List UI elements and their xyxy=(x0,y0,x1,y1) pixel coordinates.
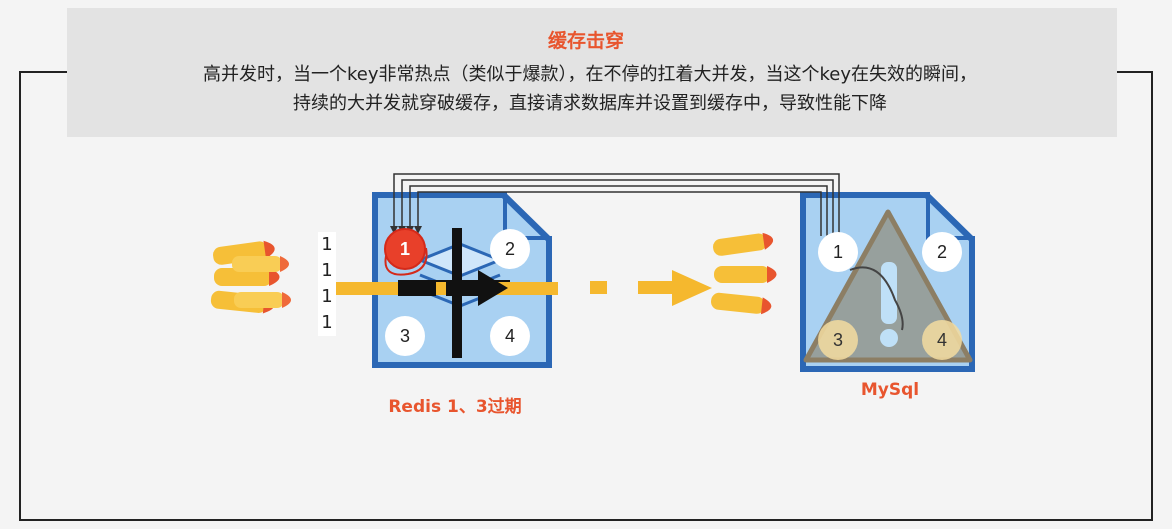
dolphin-icon xyxy=(849,266,904,331)
redis-slot-1-label: 1 xyxy=(400,239,410,259)
request-count-list: 1 1 1 1 xyxy=(318,232,336,336)
page-title: 缓存击穿 xyxy=(547,30,624,52)
mysql-label: MySql xyxy=(860,380,920,400)
redis-slot-1: 1 xyxy=(384,228,428,276)
mysql-slot-2: 2 xyxy=(922,232,962,272)
bullet-group-left xyxy=(210,240,291,314)
dash-segment xyxy=(590,281,607,294)
request-count: 1 xyxy=(321,286,333,307)
mysql-slot-4: 4 xyxy=(922,320,962,360)
bullet-icon xyxy=(713,232,774,256)
mysql-slot-1: 1 xyxy=(818,232,858,272)
mysql-slot-1-label: 1 xyxy=(833,242,843,262)
redis-arrow-head xyxy=(478,270,508,306)
bullet-icon xyxy=(214,268,280,286)
description-line-1: 高并发时，当一个key非常热点（类似于爆款），在不停的扛着大并发，当这个key在… xyxy=(202,64,977,85)
redis-slot-3: 3 xyxy=(385,316,425,356)
bullet-icon xyxy=(714,266,777,283)
description-line-2: 持续的大并发就穿破缓存，直接请求数据库并设置到缓存中，导致性能下降 xyxy=(293,93,887,114)
redis-block-mark xyxy=(398,280,436,296)
request-count: 1 xyxy=(321,234,333,255)
redis-slot-2-label: 2 xyxy=(505,239,515,259)
mysql-slot-3-label: 3 xyxy=(833,330,843,350)
description: 高并发时，当一个key非常热点（类似于爆款），在不停的扛着大并发，当这个key在… xyxy=(85,60,1095,118)
redis-slot-3-label: 3 xyxy=(400,326,410,346)
mysql-slot-2-label: 2 xyxy=(937,242,947,262)
reload-connectors xyxy=(393,173,840,236)
bullet-group-right xyxy=(711,232,777,315)
redis-label: Redis 1、3过期 xyxy=(388,397,522,417)
outer-frame xyxy=(19,71,1153,521)
redis-slot-4-label: 4 xyxy=(505,326,515,346)
bullet-icon xyxy=(234,292,291,308)
redis-slot-4: 4 xyxy=(490,316,530,356)
mysql-slot-4-label: 4 xyxy=(937,330,947,350)
dash-arrow-head xyxy=(672,270,712,306)
bullet-icon xyxy=(711,292,772,315)
dash-segment xyxy=(638,281,678,294)
request-count: 1 xyxy=(321,312,333,333)
mysql-slot-3: 3 xyxy=(818,320,858,360)
header-banner xyxy=(67,8,1117,137)
bullet-icon xyxy=(232,256,289,272)
redis-block-mark xyxy=(446,280,482,296)
request-count: 1 xyxy=(321,260,333,281)
redis-slot-2: 2 xyxy=(490,229,530,269)
